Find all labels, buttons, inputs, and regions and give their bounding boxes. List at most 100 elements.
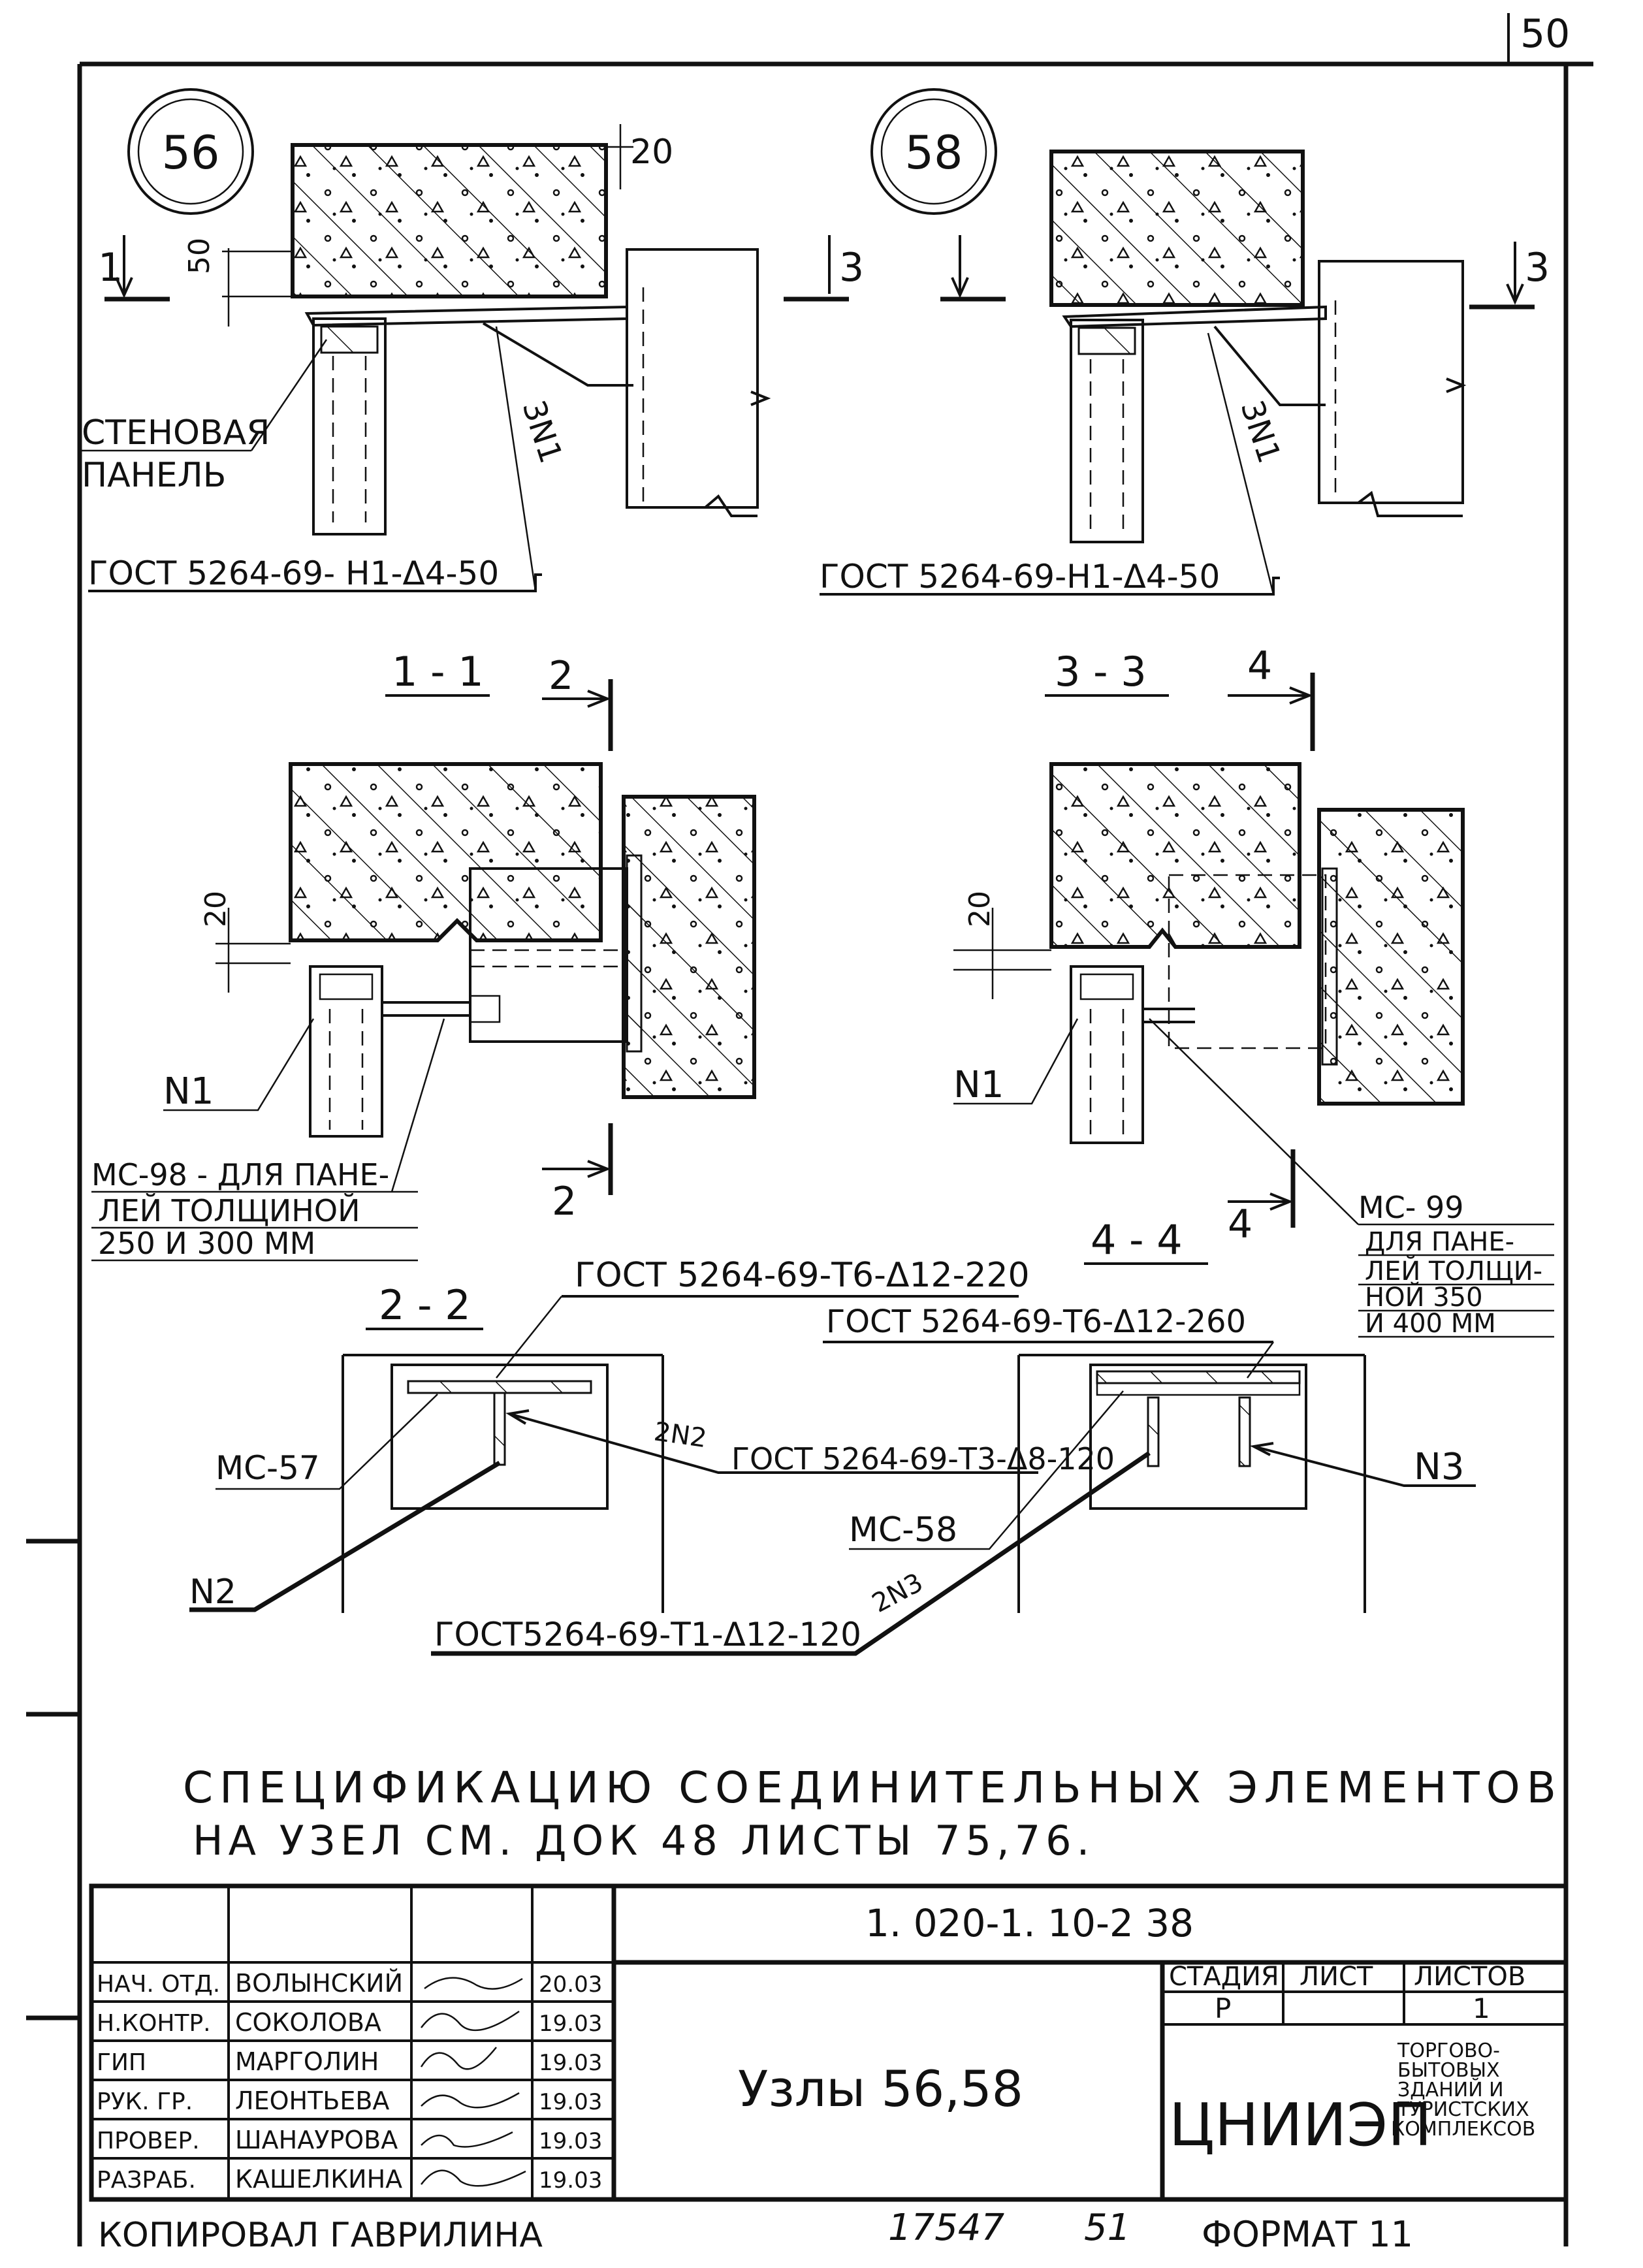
- section-2-2-title: 2 - 2: [379, 1281, 471, 1329]
- inventory-number: 17547: [888, 2207, 1005, 2249]
- signature-name: КАШЕЛКИНА: [235, 2165, 402, 2194]
- signature-row: РУК. ГР. ЛЕОНТЬЕВА 19.03: [97, 2086, 602, 2115]
- section-1-1-label-n1: N1: [163, 1070, 214, 1113]
- signature-mark: [421, 2131, 513, 2148]
- signature-name: ЛЕОНТЬЕВА: [235, 2086, 389, 2115]
- spec-note-line-2: НА УЗЕЛ СМ. ДОК 48 ЛИСТЫ 75,76.: [193, 1817, 1094, 1864]
- section-2-2-label-2n2: 2N2: [652, 1416, 709, 1454]
- signature-role: НАЧ. ОТД.: [97, 1971, 220, 1998]
- drawing-title: Узлы 56,58: [738, 2060, 1023, 2118]
- signature-name: СОКОЛОВА: [235, 2008, 381, 2037]
- section-3-3-cut-mark-bottom: 4: [1228, 1202, 1252, 1247]
- paper-format: ФОРМАТ 11: [1202, 2214, 1413, 2255]
- sheet-corner-number: 50: [1520, 11, 1570, 57]
- inventory-number-2: 51: [1084, 2207, 1130, 2249]
- sheet-frame: [26, 13, 1593, 2246]
- org-sub-2: БЫТОВЫХ: [1397, 2059, 1500, 2082]
- section-1-1-note-3: 250 И 300 ММ: [98, 1226, 315, 1261]
- signature-date: 19.03: [539, 2050, 602, 2076]
- section-3-3-title: 3 - 3: [1055, 648, 1147, 695]
- section-4-4-gost-bottom: ГОСТ5264-69-Т1-Δ12-120: [434, 1616, 861, 1653]
- node-58-detail: 58 3 3 3N1 ГОСТ 5264-69-Н1-Δ4-50: [784, 88, 1550, 596]
- signature-date: 19.03: [539, 2167, 602, 2194]
- section-2-2-label-n2: N2: [189, 1573, 236, 1612]
- node-56-panel-label-2: ПАНЕЛЬ: [82, 456, 226, 495]
- signature-role: РАЗРАБ.: [97, 2167, 196, 2194]
- node-58-badge: 58: [904, 126, 963, 180]
- section-3-3-cut-mark-top: 4: [1247, 643, 1272, 689]
- section-3-3-note-5: И 400 ММ: [1365, 1309, 1496, 1339]
- section-2-2-gost-2n2: ГОСТ 5264-69-Т3-Δ8-120: [731, 1441, 1115, 1477]
- node-58-section-mark-right: 3: [1525, 245, 1550, 291]
- section-4-4: 4 - 4 ГОСТ 5264-69-Т6-Δ12-260 N3 МС-58 2…: [431, 1216, 1476, 1656]
- section-4-4-title: 4 - 4: [1091, 1216, 1183, 1264]
- doc-number: 1. 020-1. 10-2 38: [865, 1901, 1194, 1945]
- title-block: 1. 020-1. 10-2 38 Узлы 56,58 СТАДИЯ ЛИСТ…: [89, 1883, 1569, 2202]
- section-3-3-note-4: НОЙ 350: [1365, 1281, 1483, 1313]
- node-56-badge: 56: [161, 126, 219, 180]
- sheets-value: 1: [1473, 1992, 1490, 2024]
- signature-role: ПРОВЕР.: [97, 2128, 200, 2154]
- section-3-3-note-2: ДЛЯ ПАНЕ-: [1365, 1227, 1514, 1257]
- footer: КОПИРОВАЛ ГАВРИЛИНА 17547 51 ФОРМАТ 11: [98, 2207, 1413, 2255]
- section-2-2-label-mc: МС-57: [215, 1449, 320, 1487]
- signature-name: ШАНАУРОВА: [235, 2126, 398, 2154]
- section-3-3-label-n1: N1: [953, 1064, 1004, 1106]
- copied-by: КОПИРОВАЛ ГАВРИЛИНА: [98, 2216, 543, 2255]
- signature-date: 19.03: [539, 2128, 602, 2154]
- org-sub-5: КОМПЛЕКСОВ: [1391, 2118, 1535, 2141]
- section-1-1-note-1: МС-98 - ДЛЯ ПАНЕ-: [91, 1157, 389, 1192]
- node-58-gost: ГОСТ 5264-69-Н1-Δ4-50: [820, 558, 1220, 596]
- signature-name: МАРГОЛИН: [235, 2047, 379, 2076]
- node-56-panel-label-1: СТЕНОВАЯ: [82, 413, 270, 453]
- section-3-3: 3 - 3 4 20 N1 4 МС- 99 ДЛЯ ПАНЕ- ЛЕЙ ТОЛ…: [953, 643, 1554, 1339]
- signature-role: Н.КОНТР.: [97, 2010, 211, 2037]
- section-1-1-cut-mark-bottom: 2: [552, 1179, 577, 1224]
- section-1-1-note-2: ЛЕЙ ТОЛЩИНОЙ: [98, 1193, 360, 1228]
- org-sub-4: ТУРИСТСКИХ: [1397, 2098, 1529, 2121]
- signature-row: ГИП МАРГОЛИН 19.03: [97, 2047, 602, 2076]
- spec-note-line-1: СПЕЦИФИКАЦИЮ СОЕДИНИТЕЛЬНЫХ ЭЛЕМЕНТОВ: [183, 1763, 1563, 1813]
- stage-value: Р: [1215, 1992, 1231, 2024]
- signature-date: 19.03: [539, 2011, 602, 2037]
- stage-header: СТАДИЯ: [1169, 1962, 1279, 1992]
- signature-mark: [421, 2010, 520, 2032]
- section-3-3-note-1: МС- 99: [1358, 1190, 1464, 1225]
- node-56-gost: ГОСТ 5264-69- Н1-Δ4-50: [88, 554, 499, 592]
- section-3-3-note-3: ЛЕЙ ТОЛЩИ-: [1365, 1255, 1542, 1286]
- signature-row: ПРОВЕР. ШАНАУРОВА 19.03: [97, 2126, 602, 2154]
- section-1-1: 1 - 1 2 2 20 N1: [91, 648, 756, 1262]
- node-58-leader-label: 3N1: [1234, 396, 1288, 468]
- node-56-leader-label: 3N1: [515, 396, 569, 468]
- sheet-header: ЛИСТ: [1300, 1962, 1373, 1992]
- signature-mark: [421, 2169, 526, 2187]
- signature-date: 19.03: [539, 2089, 602, 2115]
- section-3-3-dim: 20: [963, 891, 997, 927]
- org-sub-3: ЗДАНИЙ И: [1397, 2078, 1504, 2101]
- org-sub-1: ТОРГОВО-: [1397, 2039, 1500, 2062]
- organization: ЦНИИЭП: [1169, 2091, 1432, 2160]
- section-2-2-gost-top: ГОСТ 5264-69-Т6-Δ12-220: [575, 1256, 1030, 1295]
- section-1-1-cut-mark-top: 2: [549, 653, 573, 699]
- section-2-2: 2 - 2 ГОСТ 5264-69-Т6-Δ12-220 МС-57 2N2 …: [189, 1256, 1115, 1613]
- signature-row: Н.КОНТР. СОКОЛОВА 19.03: [97, 2008, 602, 2037]
- signature-name: ВОЛЫНСКИЙ: [235, 1969, 403, 1998]
- signature-role: ГИП: [97, 2049, 146, 2076]
- signature-role: РУК. ГР.: [97, 2088, 193, 2115]
- node-56-dim-top: 20: [630, 133, 673, 172]
- section-1-1-dim: 20: [199, 891, 232, 927]
- sheets-header: ЛИСТОВ: [1414, 1962, 1525, 1992]
- section-4-4-gost-top: ГОСТ 5264-69-Т6-Δ12-260: [826, 1303, 1246, 1340]
- node-56-dim-side: 50: [183, 238, 216, 274]
- signature-mark: [424, 1977, 523, 1990]
- node-58-section-mark-left: 3: [839, 245, 864, 291]
- signature-mark: [420, 2047, 497, 2070]
- signature-row: НАЧ. ОТД. ВОЛЫНСКИЙ 20.03: [97, 1969, 602, 1998]
- section-1-1-title: 1 - 1: [392, 648, 484, 695]
- signature-date: 20.03: [539, 1972, 602, 1998]
- section-4-4-label-mc: МС-58: [849, 1510, 957, 1550]
- specification-note: СПЕЦИФИКАЦИЮ СОЕДИНИТЕЛЬНЫХ ЭЛЕМЕНТОВ НА…: [183, 1763, 1563, 1864]
- node-56-detail: 56 20 50 1 3N1 СТЕНОВАЯ ПАНЕЛЬ: [82, 88, 771, 592]
- node-56-section-mark: 1: [98, 245, 123, 291]
